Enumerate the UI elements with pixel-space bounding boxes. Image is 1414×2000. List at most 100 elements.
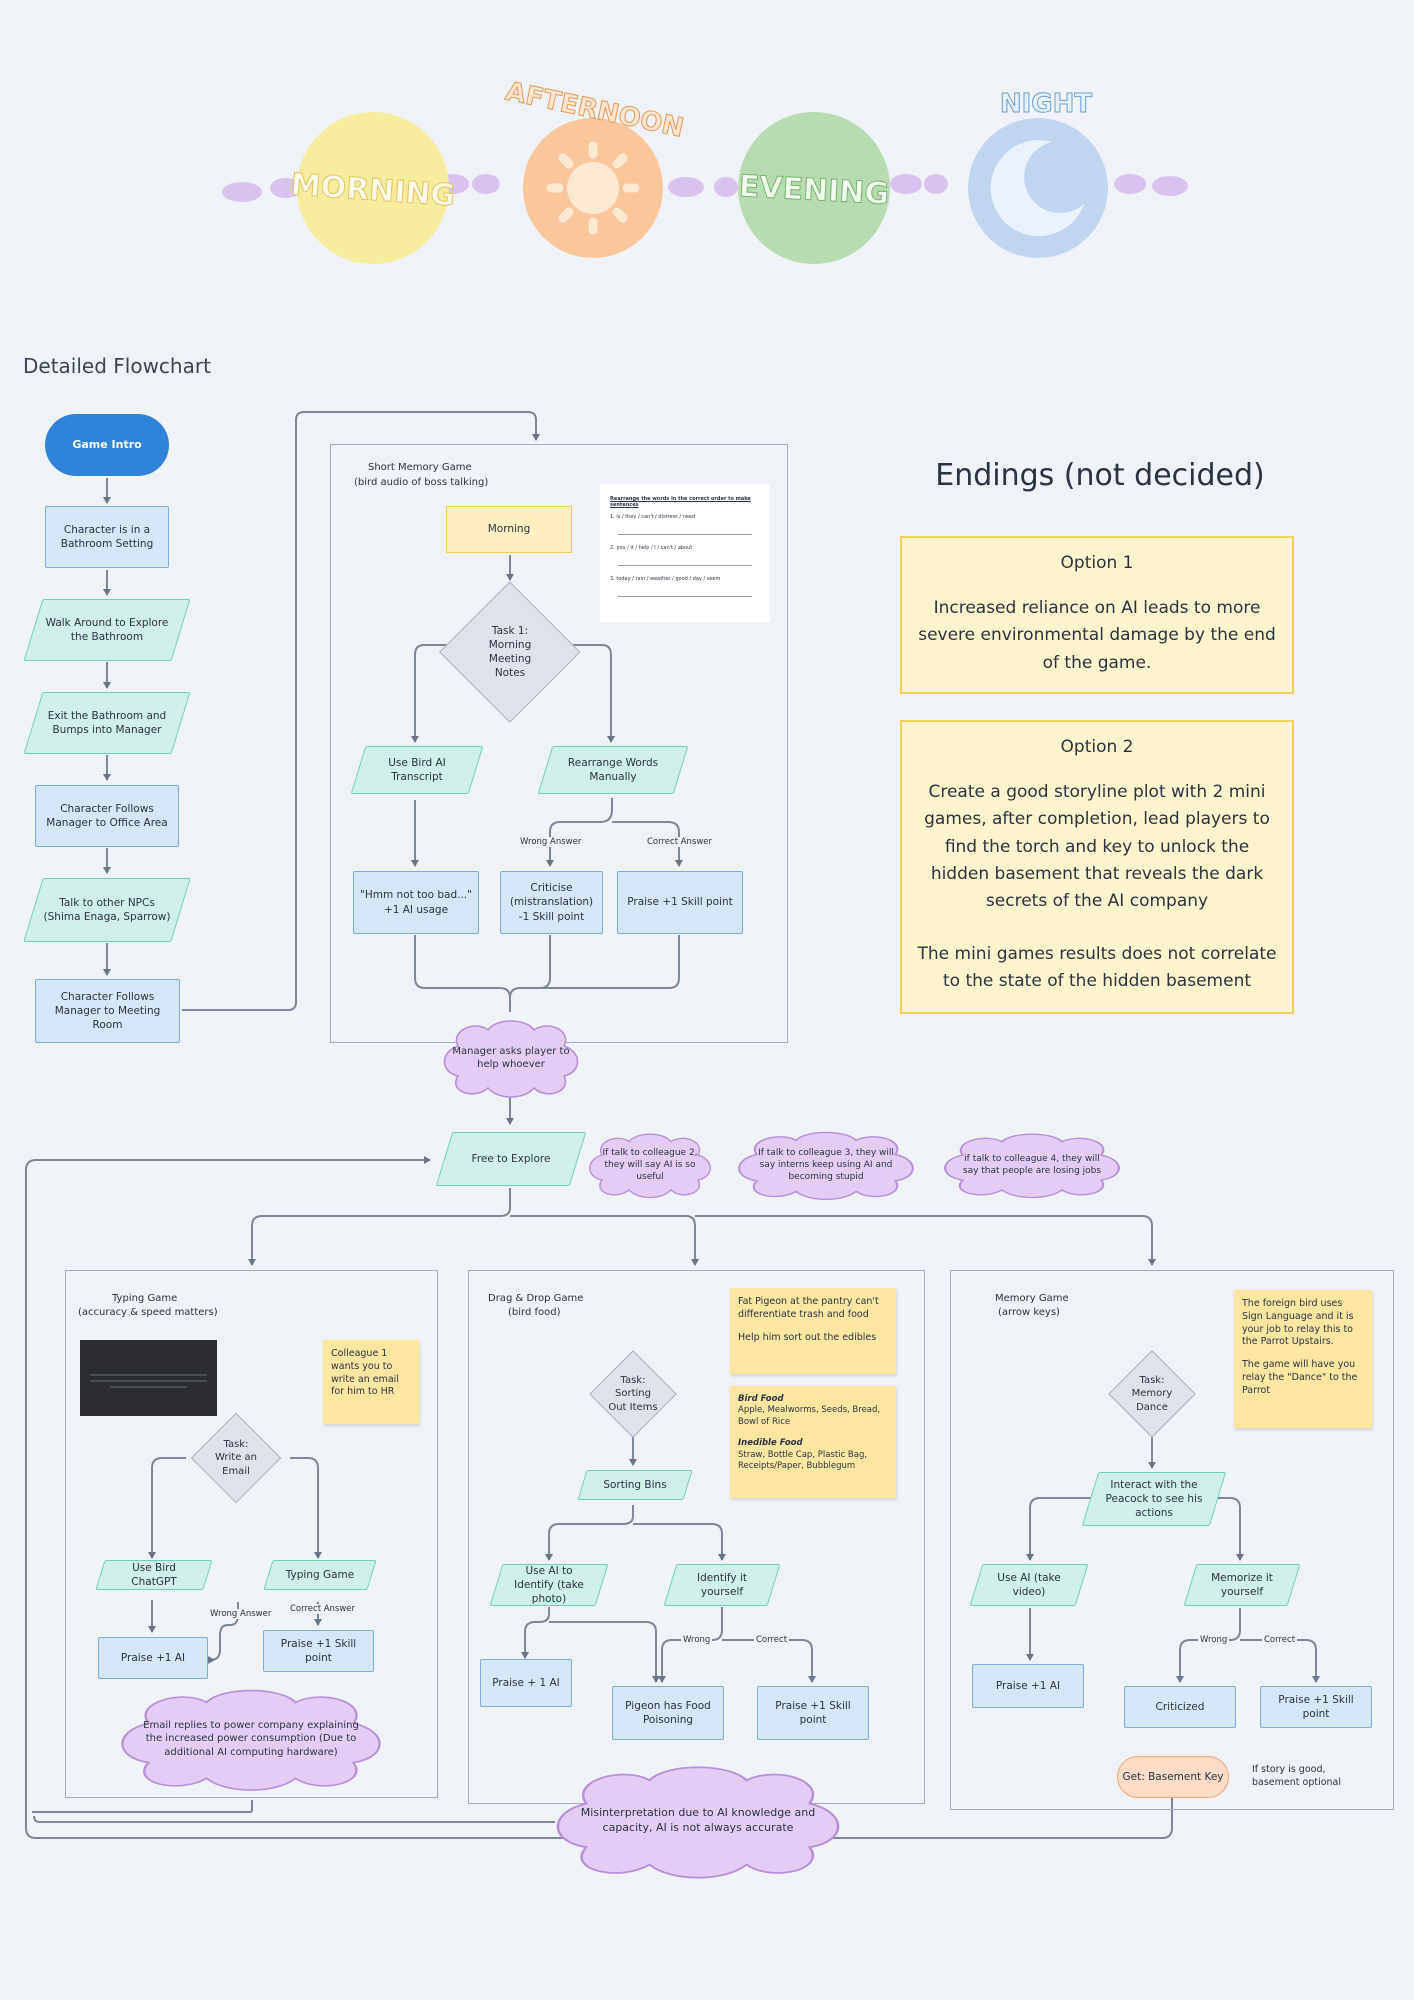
worksheet-line-2: 2. you / it / help / I / can't / about bbox=[610, 545, 693, 551]
misinterpretation-cloud: Misinterpretation due to AI knowledge an… bbox=[540, 1760, 856, 1882]
follows-meeting-node: Character Follows Manager to Meeting Roo… bbox=[35, 979, 180, 1043]
fat-pigeon-note: Fat Pigeon at the pantry can't different… bbox=[730, 1288, 896, 1374]
colleague3-cloud: If talk to colleague 3, they will say in… bbox=[728, 1128, 924, 1202]
rearrange-words-text: Rearrange Words Manually bbox=[567, 756, 659, 783]
rearrange-words-node: Rearrange Words Manually bbox=[537, 746, 689, 794]
time-of-day-timeline: MORNING AFTERNOON EVENING NIGHT bbox=[222, 80, 1188, 264]
use-bird-ai-text: Use Bird AI Transcript bbox=[388, 756, 446, 783]
use-ai-identify-node: Use AI to Identify (take photo) bbox=[489, 1564, 609, 1606]
use-ai-video-text: Use AI (take video) bbox=[997, 1571, 1061, 1598]
cloud-shape bbox=[443, 1020, 579, 1098]
night-planet bbox=[968, 118, 1108, 258]
section-title: Detailed Flowchart bbox=[23, 354, 211, 378]
memory-dance-text: Task: Memory Dance bbox=[1131, 1374, 1173, 1413]
use-ai-identify-text: Use AI to Identify (take photo) bbox=[514, 1564, 584, 1606]
md-correct-label: Correct bbox=[1262, 1635, 1298, 1645]
follows-office-node: Character Follows Manager to Office Area bbox=[35, 785, 179, 847]
evening-planet bbox=[738, 112, 890, 264]
basement-key-node: Get: Basement Key bbox=[1117, 1756, 1229, 1798]
short-memory-game-title: Short Memory Game bbox=[368, 462, 472, 473]
write-email-text: Task: Write an Email bbox=[214, 1438, 258, 1477]
option2-text: Create a good storyline plot with 2 mini… bbox=[924, 782, 1270, 911]
md-praise-ai-node: Praise +1 AI bbox=[972, 1664, 1084, 1708]
cloud-shape bbox=[556, 1766, 840, 1879]
identify-yourself-node: Identify it yourself bbox=[663, 1564, 781, 1606]
memory-dance-decision: Task: Memory Dance bbox=[1096, 1350, 1208, 1438]
memory-dance-subtitle: (arrow keys) bbox=[998, 1307, 1060, 1318]
cloud-shape bbox=[588, 1133, 712, 1199]
task1-decision: Task 1: Morning Meeting Notes bbox=[439, 581, 581, 723]
night-label: NIGHT bbox=[1000, 89, 1093, 119]
screenshot-line bbox=[110, 1386, 187, 1388]
walk-around-node: Walk Around to Explore the Bathroom bbox=[23, 599, 191, 661]
food-list-note: Bird Food Apple, Mealworms, Seeds, Bread… bbox=[730, 1386, 896, 1498]
fat-pigeon-text: Fat Pigeon at the pantry can't different… bbox=[738, 1296, 879, 1320]
memory-dance-panel bbox=[950, 1270, 1394, 1810]
relay-dance-text: The game will have you relay the "Dance"… bbox=[1242, 1359, 1358, 1396]
manager-asks-text: Manager asks player to help whoever bbox=[452, 1045, 570, 1071]
option2-text2: The mini games results does not correlat… bbox=[917, 944, 1277, 992]
identify-yourself-text: Identify it yourself bbox=[696, 1571, 747, 1598]
dd-wrong-label: Wrong bbox=[681, 1635, 713, 1645]
wrong-answer-label: Wrong Answer bbox=[518, 837, 584, 847]
worksheet-rule bbox=[618, 596, 752, 597]
colleague3-text: If talk to colleague 3, they will say in… bbox=[758, 1147, 894, 1183]
option1-title: Option 1 bbox=[1060, 553, 1134, 573]
worksheet-line-3: 3. today / rain / weather / good / day /… bbox=[610, 576, 721, 582]
dd-praise-skill-node: Praise +1 Skill point bbox=[757, 1686, 869, 1740]
sun-icon bbox=[546, 141, 640, 235]
option2-card: Option 2 Create a good storyline plot wi… bbox=[900, 720, 1294, 1014]
option1-card: Option 1 Increased reliance on AI leads … bbox=[900, 536, 1294, 694]
option1-text: Increased reliance on AI leads to more s… bbox=[918, 598, 1276, 673]
sorting-bins-node: Sorting Bins bbox=[577, 1470, 693, 1500]
talk-npcs-text: Talk to other NPCs (Shima Enaga, Sparrow… bbox=[43, 896, 171, 923]
typing-praise-skill-node: Praise +1 Skill point bbox=[263, 1630, 374, 1672]
story-good-note: If story is good, basement optional bbox=[1252, 1764, 1342, 1788]
worksheet-title: Rearrange the words in the correct order… bbox=[610, 496, 751, 508]
use-ai-video-node: Use AI (take video) bbox=[969, 1564, 1089, 1606]
exit-bathroom-node: Exit the Bathroom and Bumps into Manager bbox=[23, 692, 191, 754]
typing-praise-ai-node: Praise +1 AI bbox=[98, 1637, 208, 1679]
talk-npcs-node: Talk to other NPCs (Shima Enaga, Sparrow… bbox=[23, 878, 191, 942]
inedible-list: Straw, Bottle Cap, Plastic Bag, Receipts… bbox=[738, 1449, 868, 1472]
criticise-node: Criticise (mistranslation) -1 Skill poin… bbox=[500, 871, 603, 934]
colleague4-cloud: if talk to colleague 4, they will say th… bbox=[934, 1130, 1130, 1200]
typing-correct-label: Correct Answer bbox=[288, 1604, 358, 1614]
game-intro-node: Game Intro bbox=[45, 414, 169, 476]
sorting-out-decision: Task: Sorting Out Items bbox=[577, 1350, 689, 1438]
typing-game-title: Typing Game bbox=[112, 1293, 178, 1304]
worksheet-line-1: 1. is / they / can't / distress / need bbox=[610, 514, 696, 520]
food-poisoning-node: Pigeon has Food Poisoning bbox=[612, 1686, 724, 1740]
use-bird-ai-node: Use Bird AI Transcript bbox=[350, 746, 484, 794]
typing-game-panel bbox=[65, 1270, 438, 1798]
hmm-not-bad-node: "Hmm not too bad..." +1 AI usage bbox=[353, 871, 479, 934]
colleague1-note: Colleague 1 wants you to write an email … bbox=[323, 1340, 419, 1424]
short-memory-game-subtitle: (bird audio of boss talking) bbox=[354, 477, 489, 488]
endings-title: Endings (not decided) bbox=[935, 458, 1265, 493]
bird-food-title: Bird Food bbox=[738, 1394, 784, 1404]
bird-food-list: Apple, Mealworms, Seeds, Bread, Bowl of … bbox=[738, 1405, 881, 1427]
interact-peacock-node: Interact with the Peacock to see his act… bbox=[1081, 1472, 1227, 1526]
typing-screenshot bbox=[80, 1340, 217, 1416]
criticized-node: Criticized bbox=[1124, 1686, 1236, 1728]
worksheet-rule bbox=[618, 565, 752, 566]
typing-game-node: Typing Game bbox=[263, 1560, 377, 1590]
write-email-decision: Task: Write an Email bbox=[180, 1412, 292, 1504]
cloud-shape bbox=[121, 1689, 381, 1791]
use-bird-chatgpt-text: Use Bird ChatGPT bbox=[131, 1561, 177, 1588]
colleague4-text: if talk to colleague 4, they will say th… bbox=[962, 1153, 1102, 1176]
colleague2-text: If talk to colleague 2, they will say AI… bbox=[602, 1147, 698, 1183]
md-praise-skill-node: Praise +1 Skill point bbox=[1260, 1686, 1372, 1728]
use-bird-chatgpt-node: Use Bird ChatGPT bbox=[95, 1560, 213, 1590]
morning-node: Morning bbox=[446, 506, 572, 553]
memory-dance-title: Memory Game bbox=[995, 1293, 1069, 1304]
moon-icon bbox=[990, 140, 1084, 237]
typing-game-text: Typing Game bbox=[285, 1568, 355, 1581]
foreign-bird-text: The foreign bird uses Sign Language and … bbox=[1242, 1298, 1354, 1348]
typing-wrong-label: Wrong Answer bbox=[208, 1609, 274, 1619]
correct-answer-label: Correct Answer bbox=[645, 837, 715, 847]
memorize-yourself-node: Memorize it yourself bbox=[1183, 1564, 1301, 1606]
drag-drop-subtitle: (bird food) bbox=[508, 1307, 561, 1318]
worksheet-rule bbox=[618, 534, 752, 535]
